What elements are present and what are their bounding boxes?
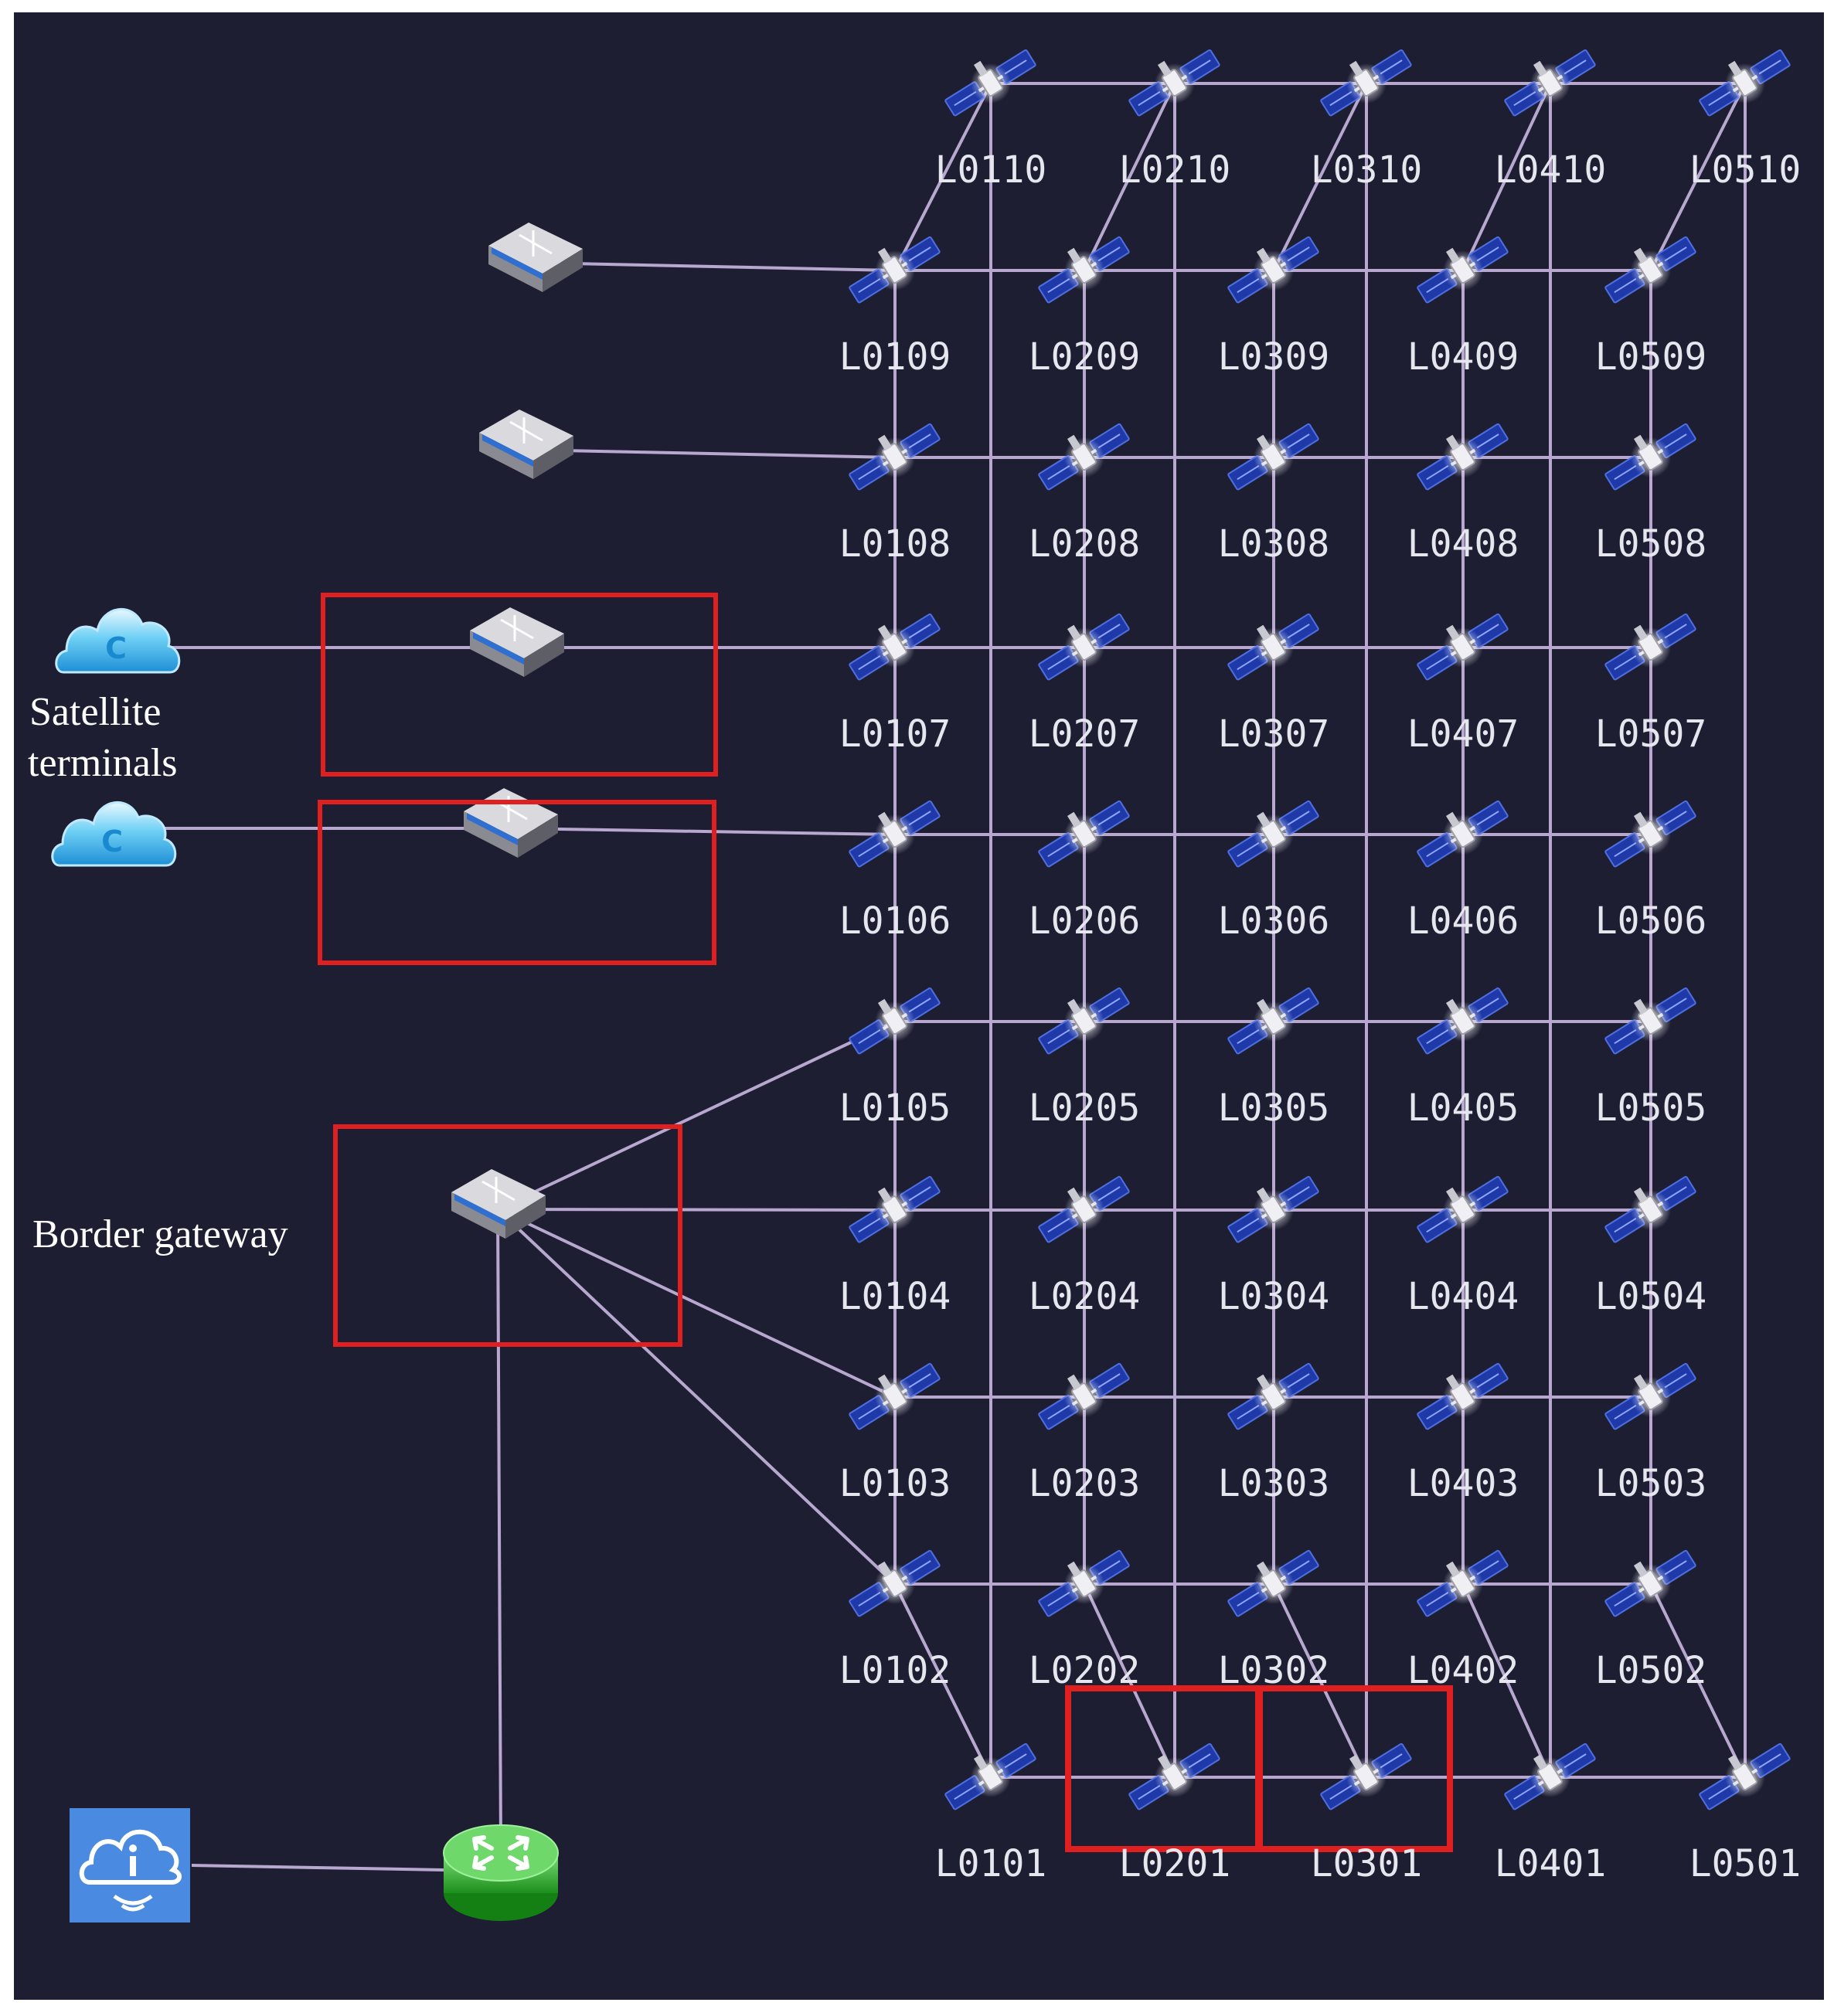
- satellite-label: L0502: [1595, 1649, 1707, 1692]
- satellite-label: L0301: [1311, 1842, 1423, 1885]
- satellite-label: L0503: [1595, 1462, 1707, 1505]
- svg-text:C: C: [101, 824, 123, 858]
- satellite-label: L0504: [1595, 1275, 1707, 1318]
- satellite-label: L0308: [1218, 522, 1330, 566]
- satellite-label: L0210: [1119, 148, 1231, 192]
- satellite-label: L0302: [1218, 1649, 1330, 1692]
- satellite-label: L0309: [1218, 335, 1330, 379]
- satellite-label: L0306: [1218, 899, 1330, 943]
- satellite-label: L0105: [839, 1086, 951, 1130]
- satellite-label: L0307: [1218, 712, 1330, 756]
- satellite-label: L0501: [1689, 1842, 1802, 1885]
- intra-plane-link: [893, 83, 992, 271]
- satellite-label: L0202: [1029, 1649, 1141, 1692]
- svg-text:C: C: [105, 631, 127, 665]
- satellite-label: L0203: [1029, 1462, 1141, 1505]
- satellite-label: L0505: [1595, 1086, 1707, 1130]
- satellite-label: L0104: [839, 1275, 951, 1318]
- satellite-label: L0109: [839, 335, 951, 379]
- intra-plane-link: [1272, 83, 1368, 271]
- satellite-label: L0310: [1311, 148, 1423, 192]
- intra-plane-link: [1649, 1583, 1747, 1778]
- satellite-label: L0201: [1119, 1842, 1231, 1885]
- satellite-label: L0509: [1595, 335, 1707, 379]
- satellite-label: L0409: [1407, 335, 1519, 379]
- ground-link: [496, 1209, 502, 1848]
- info-cloud-icon: [70, 1808, 190, 1923]
- ground-link: [496, 1208, 897, 1586]
- link-layer: [112, 82, 1747, 1872]
- intra-plane-link: [1272, 1583, 1368, 1778]
- satellite-label: L0506: [1595, 899, 1707, 943]
- satellite-label: L0207: [1029, 712, 1141, 756]
- satellite-label: L0204: [1029, 1275, 1141, 1318]
- satellite-label: L0403: [1407, 1462, 1519, 1505]
- satellite-label: L0510: [1689, 148, 1802, 192]
- satellite-label: L0304: [1218, 1275, 1330, 1318]
- satellite-label: L0404: [1407, 1275, 1519, 1318]
- highlight-box-terminal-gateway-2: [318, 800, 716, 965]
- satellite-label: L0101: [935, 1842, 1047, 1885]
- satellite-label: L0205: [1029, 1086, 1141, 1130]
- intra-plane-link: [1083, 1583, 1176, 1778]
- satellite-label: L0107: [839, 712, 951, 756]
- ground-link: [509, 827, 896, 836]
- satellite-terminals-label-line1: Satellite: [29, 690, 161, 734]
- cloud-terminal-icon: C: [51, 801, 177, 867]
- satellite-label: L0103: [839, 1462, 951, 1505]
- border-gateway-label: Border gateway: [32, 1212, 288, 1256]
- satellite-label: L0106: [839, 899, 951, 943]
- satellite-label: L0410: [1495, 148, 1607, 192]
- satellite-label: L0508: [1595, 522, 1707, 566]
- satellite-label: L0405: [1407, 1086, 1519, 1130]
- satellite-label: L0407: [1407, 712, 1519, 756]
- satellite-terminals-label-line2: terminals: [28, 741, 178, 785]
- satellite-label: L0408: [1407, 522, 1519, 566]
- intra-plane-link: [1649, 83, 1747, 271]
- cloud-terminal-icon: C: [55, 607, 181, 674]
- satellite-label: L0401: [1495, 1842, 1607, 1885]
- satellite-label: L0402: [1407, 1649, 1519, 1692]
- highlight-layer: [1065, 1685, 1453, 1852]
- satellite-label: L0208: [1029, 522, 1141, 566]
- satellite-label: L0206: [1029, 899, 1141, 943]
- satellite-label: L0303: [1218, 1462, 1330, 1505]
- satellite-label: L0108: [839, 522, 951, 566]
- intra-plane-link: [1461, 1583, 1552, 1778]
- satellite-label: L0406: [1407, 899, 1519, 943]
- highlight-box-satellite: [1257, 1685, 1453, 1852]
- satellite-label: L0305: [1218, 1086, 1330, 1130]
- intra-plane-link: [893, 1583, 992, 1778]
- ground-link: [534, 261, 896, 272]
- ground-link: [497, 1208, 896, 1399]
- router-icon: [443, 1824, 559, 1921]
- satellite-label: L0507: [1595, 712, 1707, 756]
- ground-link: [497, 1208, 896, 1212]
- ground-link: [191, 1864, 444, 1872]
- intra-plane-link: [1461, 83, 1552, 271]
- ground-link: [497, 1020, 896, 1211]
- highlight-box-terminal-gateway-1: [321, 593, 718, 777]
- satellite-label: L0209: [1029, 335, 1141, 379]
- intra-plane-link: [1083, 83, 1176, 271]
- highlight-box-border-gateway: [333, 1124, 682, 1347]
- satellite-label: L0110: [935, 148, 1047, 192]
- satellite-label: L0102: [839, 1649, 951, 1692]
- ground-link: [525, 448, 896, 459]
